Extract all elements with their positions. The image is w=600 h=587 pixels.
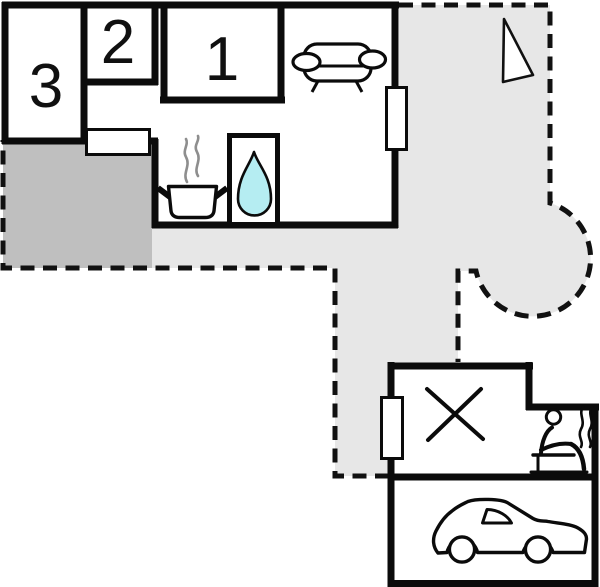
car-wheel-front bbox=[523, 535, 553, 564]
room-label-2: 2 bbox=[101, 8, 135, 77]
terrace-area-dark bbox=[3, 140, 152, 268]
sofa-leg-right bbox=[354, 80, 364, 93]
window-marker-annex bbox=[380, 396, 404, 460]
sauna-person-head bbox=[544, 408, 563, 426]
plot-boundary-dashed-right bbox=[399, 2, 594, 362]
steam-icon bbox=[183, 137, 189, 184]
garden-area-light bbox=[152, 5, 591, 476]
sauna-person-icon bbox=[529, 405, 594, 474]
steam-icon bbox=[194, 134, 200, 178]
plot-boundary-dashed-left bbox=[0, 140, 389, 479]
sauna-person-thigh bbox=[539, 441, 573, 452]
car-window bbox=[481, 508, 513, 525]
room-label-1: 1 bbox=[205, 25, 239, 94]
sauna-person-shin bbox=[568, 441, 587, 472]
sofa-armrest-right bbox=[357, 49, 388, 70]
annex-walls bbox=[387, 362, 599, 587]
sofa-armrest-left bbox=[291, 51, 322, 73]
north-arrow-icon bbox=[501, 17, 535, 84]
water-drop-icon bbox=[236, 150, 273, 217]
sauna-steam-icon bbox=[578, 405, 585, 449]
pot-body bbox=[166, 184, 219, 220]
sofa-leg-left bbox=[310, 80, 320, 93]
stove-pot-icon bbox=[156, 134, 229, 220]
window-marker-hall bbox=[85, 128, 151, 156]
room-label-3: 3 bbox=[29, 52, 63, 121]
car-icon bbox=[431, 497, 589, 564]
crossed-out-room-icon bbox=[425, 387, 485, 442]
sauna-steam-icon bbox=[587, 405, 594, 449]
car-wheel-rear bbox=[447, 535, 477, 564]
x-stroke-2 bbox=[426, 387, 483, 442]
window-marker-livingroom bbox=[385, 86, 408, 151]
sofa-icon bbox=[291, 42, 388, 93]
